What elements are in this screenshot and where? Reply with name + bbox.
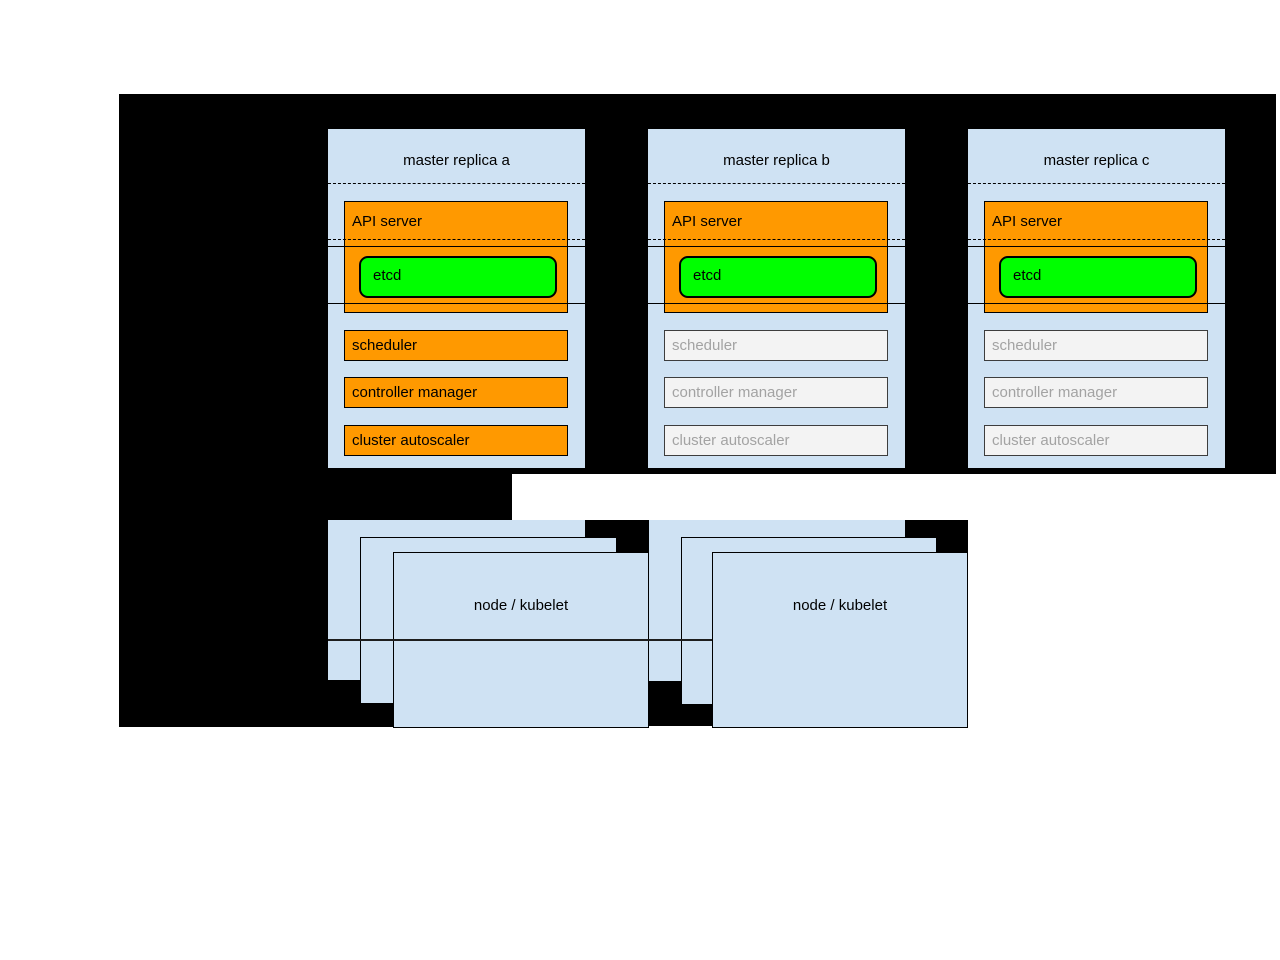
- etcd-box: etcd: [359, 256, 557, 298]
- component-cluster-autoscaler: cluster autoscaler: [344, 425, 568, 456]
- api-server-label: API server: [352, 213, 423, 230]
- separator-solid-line: [328, 303, 585, 304]
- separator-dashed-line: [968, 239, 1225, 240]
- component-scheduler: scheduler: [664, 330, 888, 361]
- separator-solid-line: [968, 246, 1225, 247]
- node-section-divider-line: [328, 639, 712, 641]
- master-replica-a-panel: master replica a API server etcd schedul…: [328, 129, 585, 468]
- etcd-label: etcd: [1013, 267, 1042, 284]
- node-stack2-front-box: node / kubelet: [712, 552, 968, 728]
- component-controller-manager: controller manager: [664, 377, 888, 408]
- separator-solid-line: [328, 246, 585, 247]
- component-cluster-autoscaler: cluster autoscaler: [664, 425, 888, 456]
- etcd-label: etcd: [373, 267, 402, 284]
- separator-dashed-line: [968, 183, 1225, 184]
- component-controller-manager: controller manager: [344, 377, 568, 408]
- component-cluster-autoscaler: cluster autoscaler: [984, 425, 1208, 456]
- master-replica-b-panel: master replica b API server etcd schedul…: [648, 129, 905, 468]
- master-replica-b-title: master replica b: [723, 152, 830, 169]
- node-kubelet-label: node / kubelet: [792, 597, 888, 614]
- separator-dashed-line: [328, 239, 585, 240]
- etcd-label: etcd: [693, 267, 722, 284]
- separator-dashed-line: [648, 239, 905, 240]
- separator-solid-line: [968, 303, 1225, 304]
- master-replica-a-title: master replica a: [403, 152, 510, 169]
- api-server-label: API server: [672, 213, 743, 230]
- etcd-box: etcd: [999, 256, 1197, 298]
- component-scheduler: scheduler: [984, 330, 1208, 361]
- node-kubelet-label: node / kubelet: [473, 597, 569, 614]
- component-scheduler: scheduler: [344, 330, 568, 361]
- separator-dashed-line: [648, 183, 905, 184]
- separator-solid-line: [648, 246, 905, 247]
- separator-solid-line: [648, 303, 905, 304]
- master-replica-c-panel: master replica c API server etcd schedul…: [968, 129, 1225, 468]
- master-replica-c-title: master replica c: [1043, 152, 1150, 169]
- etcd-box: etcd: [679, 256, 877, 298]
- component-controller-manager: controller manager: [984, 377, 1208, 408]
- api-server-label: API server: [992, 213, 1063, 230]
- separator-dashed-line: [328, 183, 585, 184]
